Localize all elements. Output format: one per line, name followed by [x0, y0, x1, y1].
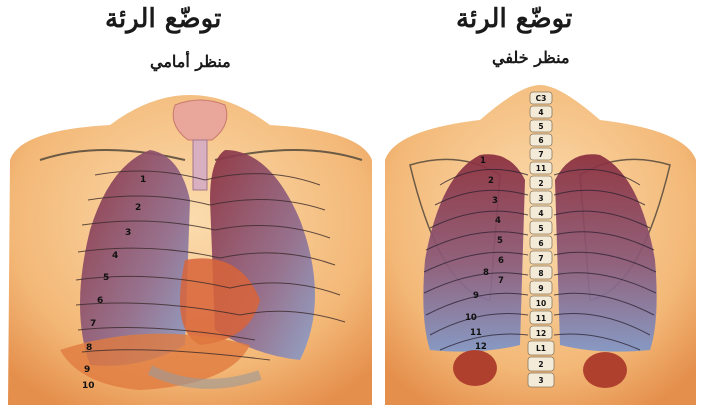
- vertebra-label: 11: [536, 164, 546, 173]
- back-rib-label: 2: [488, 176, 494, 186]
- front-rib-label: 9: [84, 365, 90, 375]
- back-rib-label: 4: [495, 216, 501, 226]
- vertebra-label: 2: [538, 179, 543, 188]
- vertebra-label: 2: [538, 360, 543, 369]
- back-rib-label: 11: [470, 328, 482, 338]
- front-rib-label: 3: [125, 228, 131, 238]
- front-rib-label: 2: [135, 203, 141, 213]
- back-rib-label: 12: [475, 342, 487, 352]
- vertebra-label: 5: [538, 122, 543, 131]
- vertebra-label: 6: [538, 136, 543, 145]
- back-rib-label: 6: [498, 256, 504, 266]
- vertebra-label: 12: [536, 329, 546, 338]
- vertebra-label: 7: [538, 254, 543, 263]
- front-view-panel: توضّع الرئة منظر أمامي: [0, 0, 380, 405]
- vertebra-label: 4: [538, 209, 543, 218]
- back-rib-label: 9: [473, 291, 479, 301]
- thyroid: [173, 100, 227, 140]
- vertebra-label: C3: [536, 94, 547, 103]
- front-rib-label: 10: [82, 381, 95, 391]
- back-anatomy-illustration: C3 4 5 6 7 11 2 3 4 5 6 7 8 9 10 11 12 L…: [380, 0, 701, 405]
- back-view-panel: توضّع الرئة منظر خلفي: [380, 0, 701, 405]
- back-rib-label: 1: [480, 156, 486, 166]
- front-rib-label: 5: [103, 273, 109, 283]
- front-anatomy-illustration: 1 2 3 4 5 6 7 8 9 10: [0, 0, 380, 405]
- right-kidney: [583, 352, 627, 388]
- vertebra-label: 5: [538, 224, 543, 233]
- vertebra-label: 3: [538, 194, 543, 203]
- vertebra-label: 9: [538, 284, 543, 293]
- front-rib-label: 6: [97, 296, 103, 306]
- back-rib-label: 10: [465, 313, 477, 323]
- front-rib-label: 1: [140, 175, 146, 185]
- back-rib-label: 3: [492, 196, 498, 206]
- vertebra-label: 4: [538, 108, 543, 117]
- vertebra-label: 6: [538, 239, 543, 248]
- vertebra-label: 11: [536, 314, 546, 323]
- front-rib-label: 4: [112, 251, 118, 261]
- back-rib-label: 5: [497, 236, 503, 246]
- left-kidney: [453, 350, 497, 386]
- front-rib-label: 7: [90, 319, 96, 329]
- vertebra-label: 3: [538, 376, 543, 385]
- vertebra-label: 10: [536, 299, 546, 308]
- back-rib-label: 8: [483, 268, 489, 278]
- trachea: [193, 140, 207, 190]
- vertebra-label: 8: [538, 269, 543, 278]
- back-rib-label: 7: [498, 276, 504, 286]
- vertebra-label: 7: [538, 150, 543, 159]
- vertebra-label: L1: [536, 344, 546, 353]
- front-rib-label: 8: [86, 343, 92, 353]
